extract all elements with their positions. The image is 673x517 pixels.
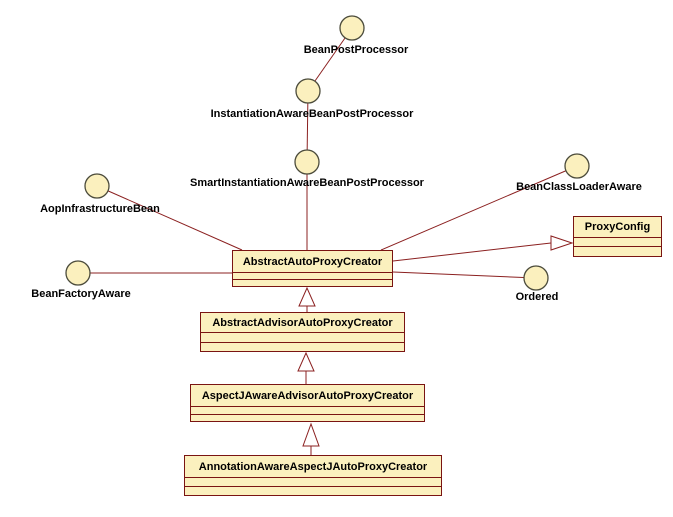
interface-lollipop-beanpostprocessor[interactable]	[339, 15, 365, 41]
class-title-annotationawareaspectjautoproxycreator: AnnotationAwareAspectJAutoProxyCreator	[198, 460, 428, 473]
interface-label-beanclassloaderaware: BeanClassLoaderAware	[516, 181, 642, 193]
interface-label-beanpostprocessor: BeanPostProcessor	[303, 44, 409, 56]
interface-lollipop-instantiationaware[interactable]	[295, 78, 321, 104]
generalization-arrow-to-aspectjaware[interactable]	[302, 422, 320, 447]
attributes-compartment	[233, 272, 392, 279]
class-title-abstractadvisorautoproxycreator: AbstractAdvisorAutoProxyCreator	[212, 316, 393, 329]
interface-label-beanfactoryaware: BeanFactoryAware	[31, 288, 131, 300]
interface-label-instantiationaware: InstantiationAwareBeanPostProcessor	[210, 108, 414, 120]
class-annotationawareaspectjautoproxycreator[interactable]: AnnotationAwareAspectJAutoProxyCreator	[184, 455, 442, 496]
generalization-arrow-to-abstractadvisor[interactable]	[297, 351, 315, 372]
operations-compartment	[233, 279, 392, 286]
class-title-proxyconfig: ProxyConfig	[584, 221, 651, 233]
operations-compartment	[185, 486, 441, 495]
edge-abstractautoproxycreator-to-beanclassloaderaware[interactable]	[380, 165, 578, 251]
attributes-compartment	[185, 477, 441, 486]
class-title-aspectjawareadvisorautoproxycreator: AspectJAwareAdvisorAutoProxyCreator	[201, 389, 414, 402]
edge-abstractautoproxycreator-to-ordered[interactable]	[392, 271, 537, 279]
class-abstractautoproxycreator[interactable]: AbstractAutoProxyCreator	[232, 250, 393, 287]
generalization-arrow-to-abstractautoproxycreator[interactable]	[298, 286, 316, 307]
operations-compartment	[201, 342, 404, 351]
attributes-compartment	[201, 332, 404, 342]
interface-label-smartinstantiation: SmartInstantiationAwareBeanPostProcessor	[190, 177, 424, 189]
interface-lollipop-beanfactoryaware[interactable]	[65, 260, 91, 286]
generalization-arrow-to-proxyconfig[interactable]	[550, 235, 574, 251]
operations-compartment	[191, 414, 424, 421]
attributes-compartment	[574, 237, 661, 246]
edge-abstractautoproxycreator-to-proxyconfig[interactable]	[392, 242, 552, 262]
edge-instantiationaware-to-beanpostprocessor[interactable]	[307, 27, 353, 92]
edge-abstractautoproxycreator-to-aopinfrastructurebean[interactable]	[96, 185, 243, 251]
class-aspectjawareadvisorautoproxycreator[interactable]: AspectJAwareAdvisorAutoProxyCreator	[190, 384, 425, 422]
interface-lollipop-smartinstantiation[interactable]	[294, 149, 320, 175]
interface-lollipop-ordered[interactable]	[523, 265, 549, 291]
interface-label-aopinfrastructurebean: AopInfrastructureBean	[40, 203, 160, 215]
attributes-compartment	[191, 406, 424, 414]
interface-lollipop-aopinfrastructurebean[interactable]	[84, 173, 110, 199]
operations-compartment	[574, 246, 661, 256]
interface-label-ordered: Ordered	[515, 291, 559, 303]
interface-lollipop-beanclassloaderaware[interactable]	[564, 153, 590, 179]
class-proxyconfig[interactable]: ProxyConfig	[573, 216, 662, 257]
class-abstractadvisorautoproxycreator[interactable]: AbstractAdvisorAutoProxyCreator	[200, 312, 405, 352]
class-title-abstractautoproxycreator: AbstractAutoProxyCreator	[242, 255, 383, 268]
